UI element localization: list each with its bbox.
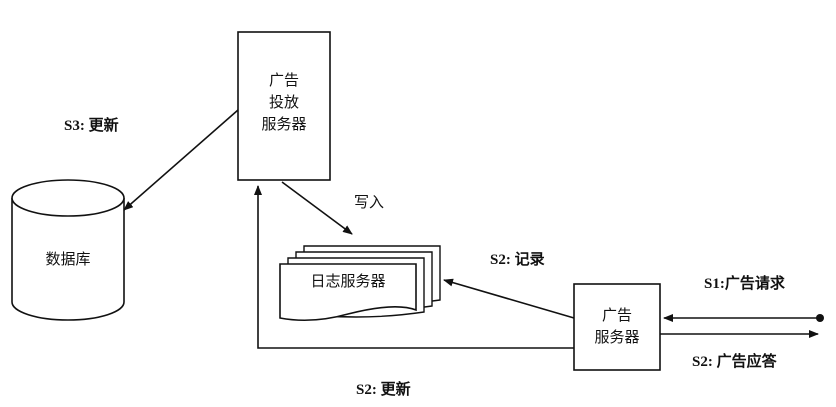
database-label: 数据库 [45, 250, 91, 268]
arrow-s2-update [254, 185, 574, 349]
ad-server-label: 广告 服务器 [574, 304, 660, 348]
ad-server-box [573, 283, 661, 371]
edge-label-s1-request: S1:广告请求 [704, 276, 785, 292]
ad-server-line2: 服务器 [594, 328, 640, 346]
edge-label-s2-response: S2: 广告应答 [692, 354, 777, 370]
ad-delivery-server-box [237, 31, 331, 181]
edge-label-s2-update: S2: 更新 [356, 382, 411, 398]
edge-label-s3-update: S3: 更新 [64, 118, 119, 134]
log-server-label: 日志服务器 [310, 272, 386, 290]
ad-server-line1: 广告 [601, 306, 632, 324]
arrow-write [281, 181, 353, 235]
edge-label-write: 写入 [354, 193, 385, 211]
edge-label-s2-record: S2: 记录 [490, 252, 545, 268]
ad-delivery-server-line1: 广告 [268, 71, 299, 89]
ad-delivery-server-line2: 投放 [268, 93, 299, 111]
arrow-s3-update [123, 109, 239, 211]
arrow-s2-record [443, 278, 575, 319]
ad-delivery-server-label: 广告 投放 服务器 [238, 69, 330, 135]
request-origin-dot [816, 314, 824, 322]
database-cylinder [11, 179, 125, 321]
ad-delivery-server-line3: 服务器 [261, 115, 307, 133]
log-server-document-stack [279, 245, 441, 322]
